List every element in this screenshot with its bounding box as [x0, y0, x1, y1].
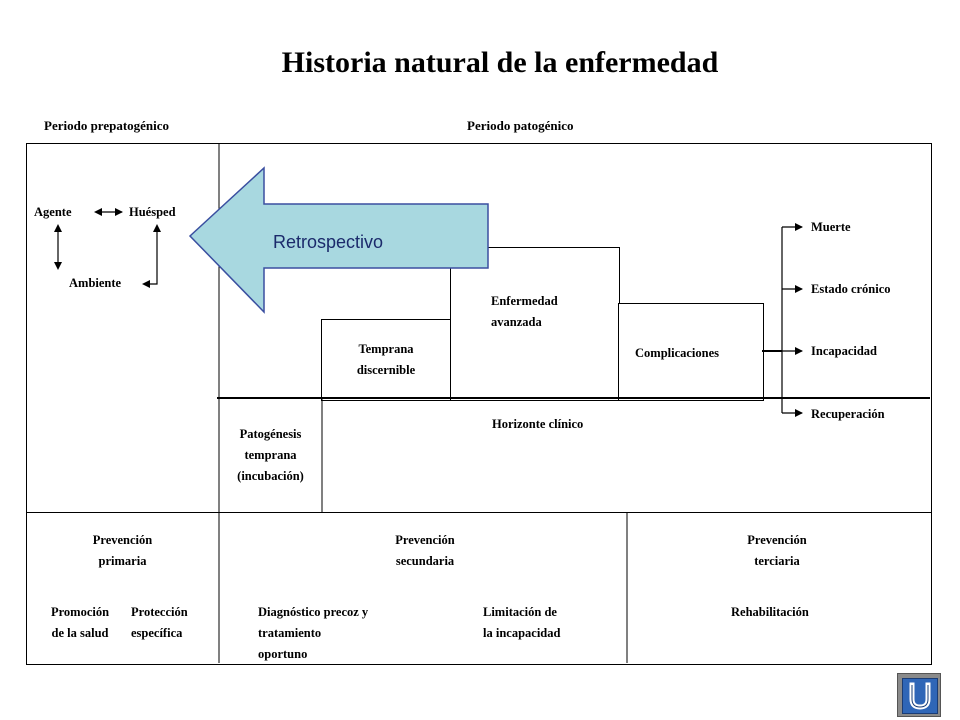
- label-periodo-prepatogenico: Periodo prepatogénico: [44, 118, 170, 133]
- label-agente: Agente: [34, 205, 72, 219]
- label-ambiente: Ambiente: [69, 276, 122, 290]
- box-temprana-discernible: [321, 319, 452, 401]
- retrospectivo-label: Retrospectivo: [273, 232, 384, 252]
- outcome-muerte: Muerte: [811, 220, 851, 234]
- label-huesped: Huésped: [129, 205, 176, 219]
- label-complicaciones: Complicaciones: [635, 346, 720, 360]
- page-title: Historia natural de la enfermedad: [281, 46, 719, 79]
- label-periodo-patogenico: Periodo patogénico: [467, 118, 574, 133]
- outcome-recuperacion: Recuperación: [811, 407, 885, 421]
- return-u-icon: [902, 678, 938, 714]
- return-button[interactable]: [897, 673, 941, 717]
- prevention-frame: [26, 512, 932, 665]
- box-complicaciones: [618, 303, 764, 401]
- outcome-estado-cronico: Estado crónico: [811, 282, 891, 296]
- outcome-incapacidad: Incapacidad: [811, 344, 877, 358]
- label-rehabilitacion: Rehabilitación: [731, 605, 809, 619]
- label-horizonte-clinico: Horizonte clínico: [492, 417, 584, 431]
